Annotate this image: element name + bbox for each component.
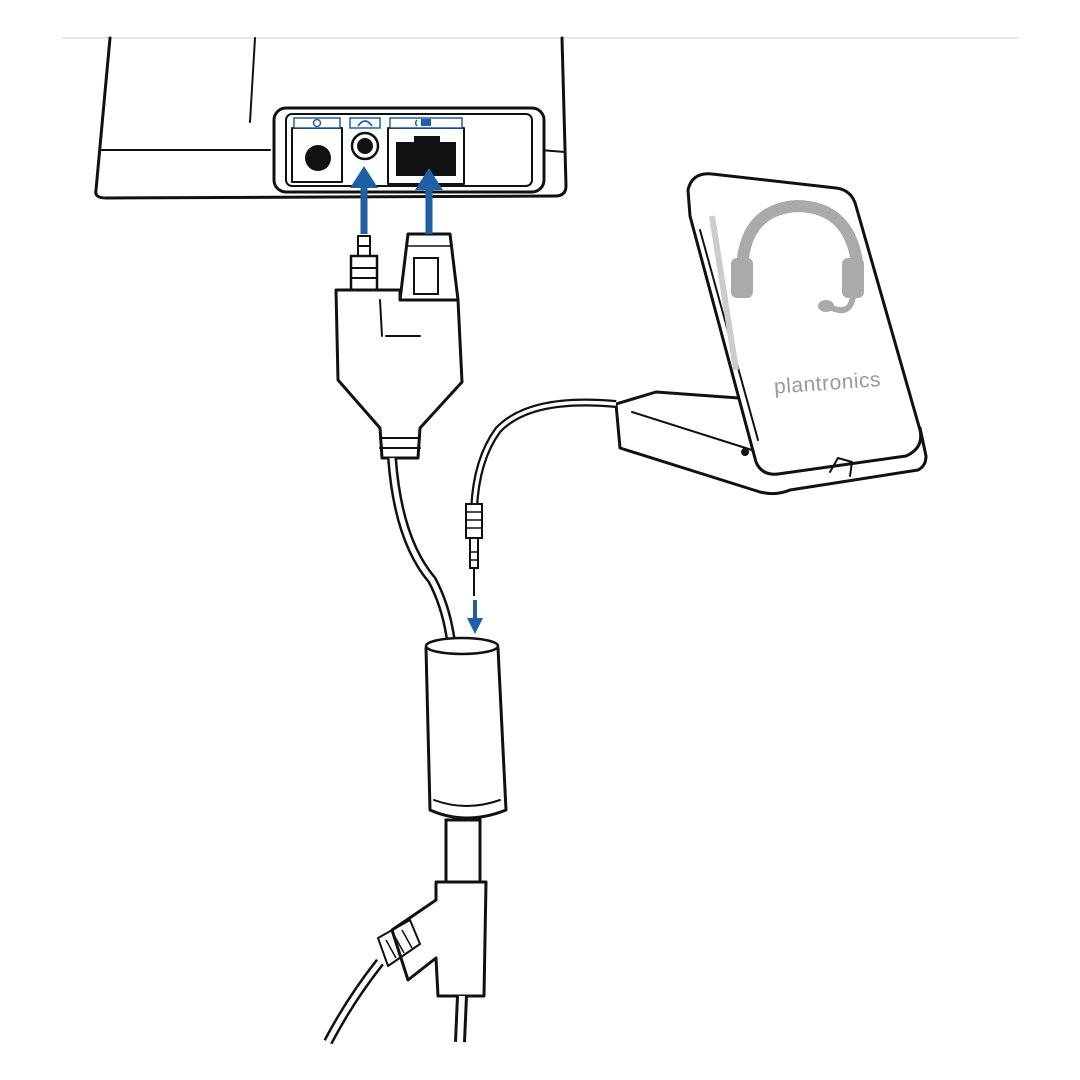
power-port[interactable] [291, 117, 343, 183]
headset-port[interactable] [349, 117, 381, 161]
arrow-up-icon [350, 166, 378, 234]
audio-plug [349, 235, 379, 292]
splitter [377, 880, 488, 998]
arrow-up-icon [415, 168, 443, 234]
arrow-down-icon [467, 600, 483, 634]
charger-stand: plantronics [614, 172, 928, 496]
port-panel [272, 106, 546, 194]
charger-cable [470, 398, 617, 511]
headset-icon [731, 199, 864, 314]
inline-module [424, 636, 508, 886]
charger-plug [465, 503, 483, 596]
rj-plug [398, 232, 460, 302]
headset-port-icon [357, 120, 373, 127]
base-unit [94, 36, 568, 200]
telephone-port-icon [414, 119, 431, 127]
adapter-cable [387, 457, 457, 651]
y-adapter [334, 232, 464, 460]
power-icon [312, 118, 322, 128]
